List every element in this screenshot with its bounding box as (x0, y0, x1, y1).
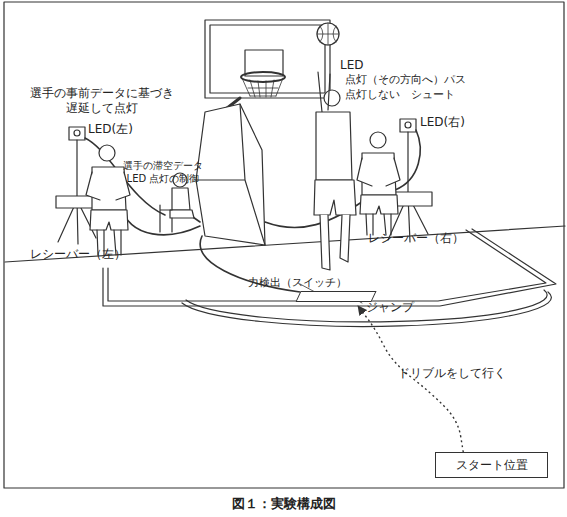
text-label: LED(右) (420, 115, 465, 130)
figure-caption: 図１：実験構成図 (0, 496, 567, 512)
shorts (314, 180, 356, 215)
torso (172, 188, 190, 210)
legs (320, 215, 350, 270)
arms (318, 72, 330, 112)
backboard (205, 20, 330, 98)
text-label: LED(左) (88, 122, 133, 137)
head (370, 132, 386, 148)
wires (85, 130, 420, 292)
head (324, 90, 340, 106)
process-box: スタート位置 (435, 452, 548, 478)
ball-circle (317, 23, 339, 45)
node-text: 力検出（スイッチ） (248, 275, 347, 290)
led-box (69, 127, 85, 140)
text-label: ジャンプ (366, 300, 414, 315)
text-label: 選手の滞空データ LED 点灯の制御 (120, 160, 206, 185)
hoop-support (196, 98, 265, 245)
text-label: LED (340, 58, 364, 73)
text-label: レシーバー（右） (368, 231, 464, 246)
plate-outline (295, 291, 376, 302)
edge-label: ドリブルをして行く (398, 366, 506, 381)
force-plate: 力検出（スイッチ） (248, 275, 376, 306)
court-arc (182, 292, 551, 326)
text-label: レシーバー（左） (30, 247, 126, 262)
ball (317, 23, 339, 45)
frame (4, 2, 564, 488)
text-label: 点灯しない シュート (345, 88, 455, 102)
node-text: スタート位置 (456, 457, 528, 474)
board-inner (210, 25, 325, 93)
net (242, 78, 283, 97)
shooter (314, 72, 356, 270)
support-edge (196, 104, 265, 245)
led-lamp (74, 130, 80, 136)
torso (316, 112, 352, 180)
hoop (241, 72, 285, 82)
led-lamp (405, 122, 411, 128)
ball-seam (317, 23, 339, 45)
chair (160, 205, 172, 232)
support-pad (196, 104, 265, 245)
board (205, 20, 330, 98)
arms (86, 172, 130, 200)
led-box (400, 119, 416, 132)
text-label: 選手の事前データに基づき 遅延して点灯 (26, 86, 178, 116)
wire (120, 205, 200, 235)
text-label: 点灯（その方向へ）パス (345, 73, 466, 87)
legs (170, 210, 194, 218)
receiver-right (357, 132, 400, 235)
shorts (360, 195, 398, 214)
shorts (90, 210, 128, 230)
head (99, 145, 115, 161)
arms (357, 158, 400, 186)
floor-line (5, 226, 565, 262)
